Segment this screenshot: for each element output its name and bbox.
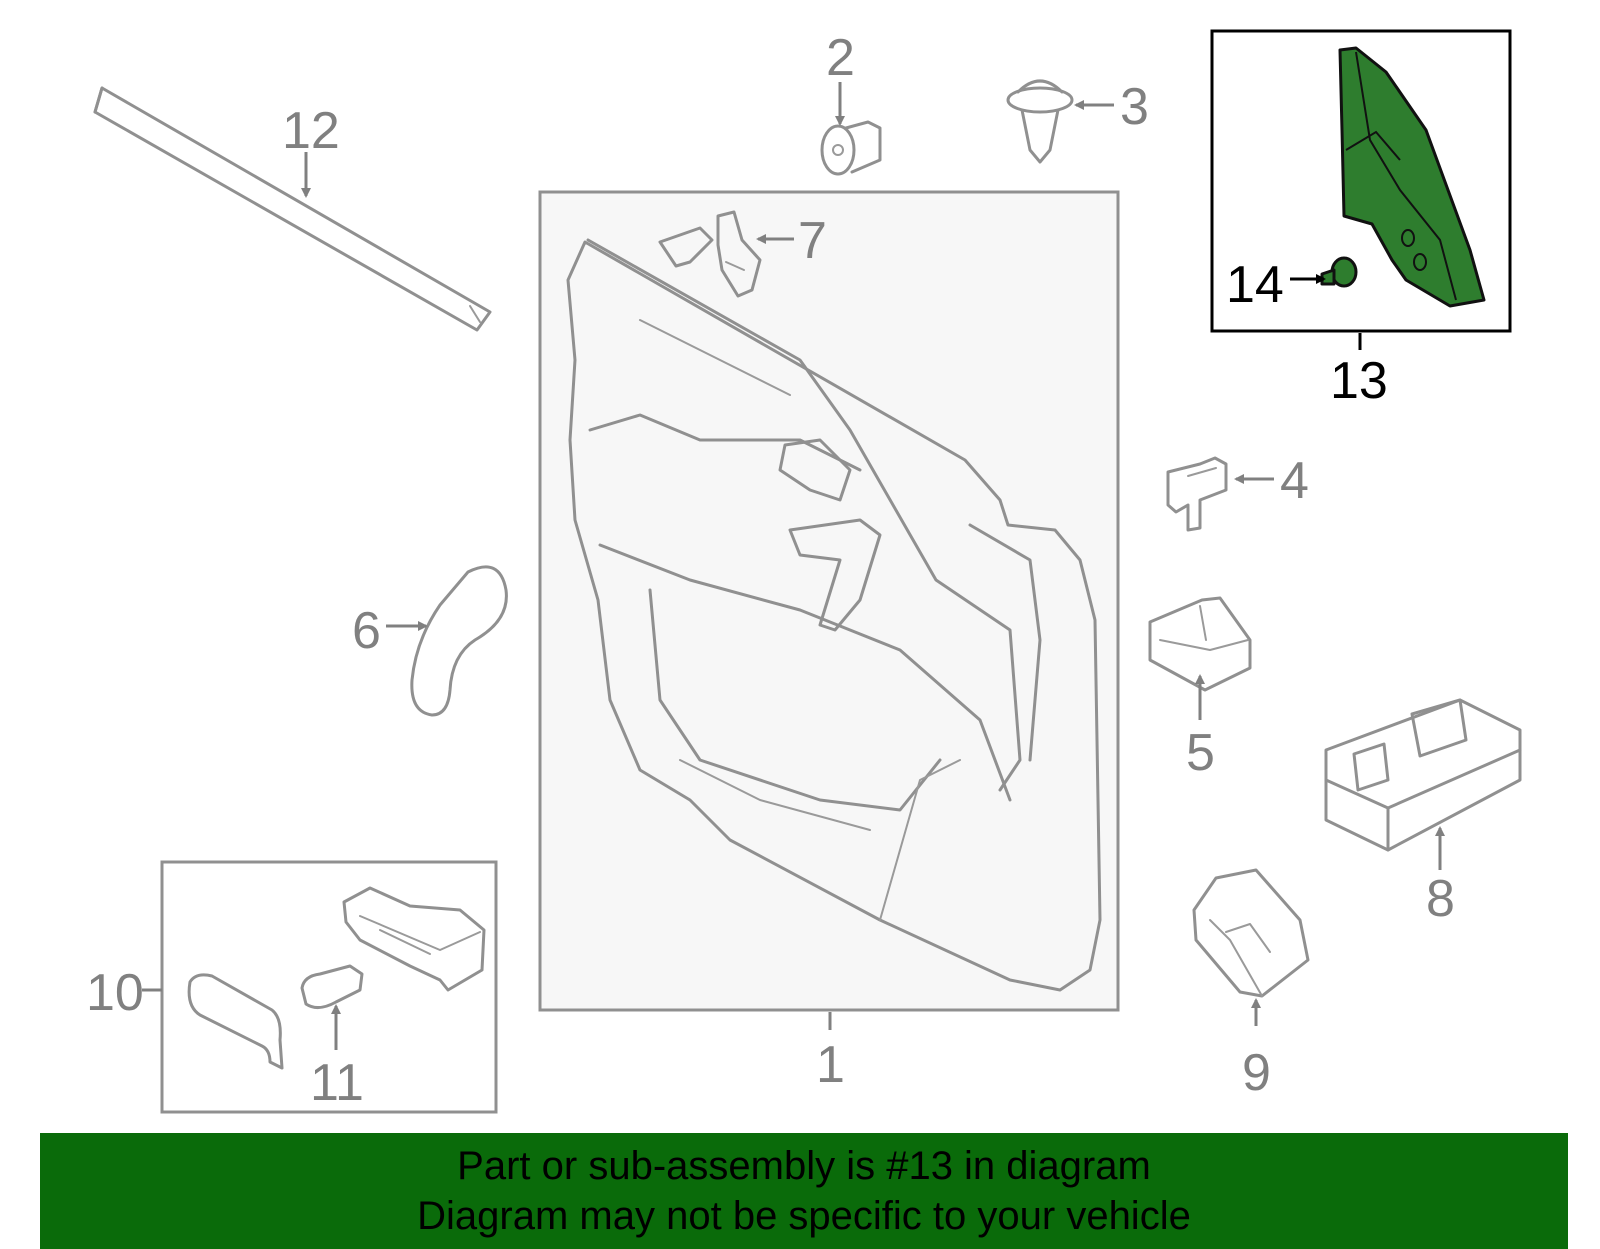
part-12-trim-strip[interactable] [93, 86, 492, 332]
part-13-highlighted-assembly[interactable] [1338, 46, 1486, 308]
callout-3: 3 [1120, 78, 1149, 136]
callout-4: 4 [1280, 452, 1309, 510]
callout-5: 5 [1186, 724, 1215, 782]
callout-6: 6 [352, 602, 381, 660]
callout-14: 14 [1226, 256, 1284, 314]
callout-10: 10 [86, 964, 144, 1022]
part-10-lamp-lens[interactable] [187, 973, 284, 1070]
callout-11: 11 [310, 1054, 364, 1112]
callout-7: 7 [798, 212, 827, 270]
info-banner: Part or sub-assembly is #13 in diagram D… [40, 1133, 1568, 1249]
banner-line-2: Diagram may not be specific to your vehi… [417, 1194, 1191, 1238]
part-1-door-panel-assembly[interactable] [538, 190, 1120, 1012]
part-14-screw-highlighted[interactable] [1320, 256, 1358, 288]
part-10-lamp-housing[interactable] [342, 886, 486, 992]
callout-8: 8 [1426, 870, 1455, 928]
callout-13: 13 [1330, 352, 1388, 410]
part-4-bracket[interactable] [1166, 456, 1228, 532]
part-8-master-switch[interactable] [1324, 698, 1522, 852]
part-6-pad[interactable] [410, 565, 508, 717]
part-5-bracket[interactable] [1148, 596, 1252, 692]
part-9-switch[interactable] [1192, 868, 1310, 998]
part-11-bulb[interactable] [300, 964, 364, 1009]
banner-line-1: Part or sub-assembly is #13 in diagram [457, 1144, 1151, 1188]
part-3-retainer[interactable] [1006, 79, 1074, 164]
part-7-clip[interactable] [658, 210, 762, 298]
group-10-box [160, 860, 498, 1114]
callout-12: 12 [282, 102, 340, 160]
part-2-clip[interactable] [820, 120, 882, 176]
callout-1: 1 [816, 1036, 845, 1094]
callout-2: 2 [826, 29, 855, 87]
callout-9: 9 [1242, 1044, 1271, 1102]
group-13-box [1210, 29, 1512, 333]
